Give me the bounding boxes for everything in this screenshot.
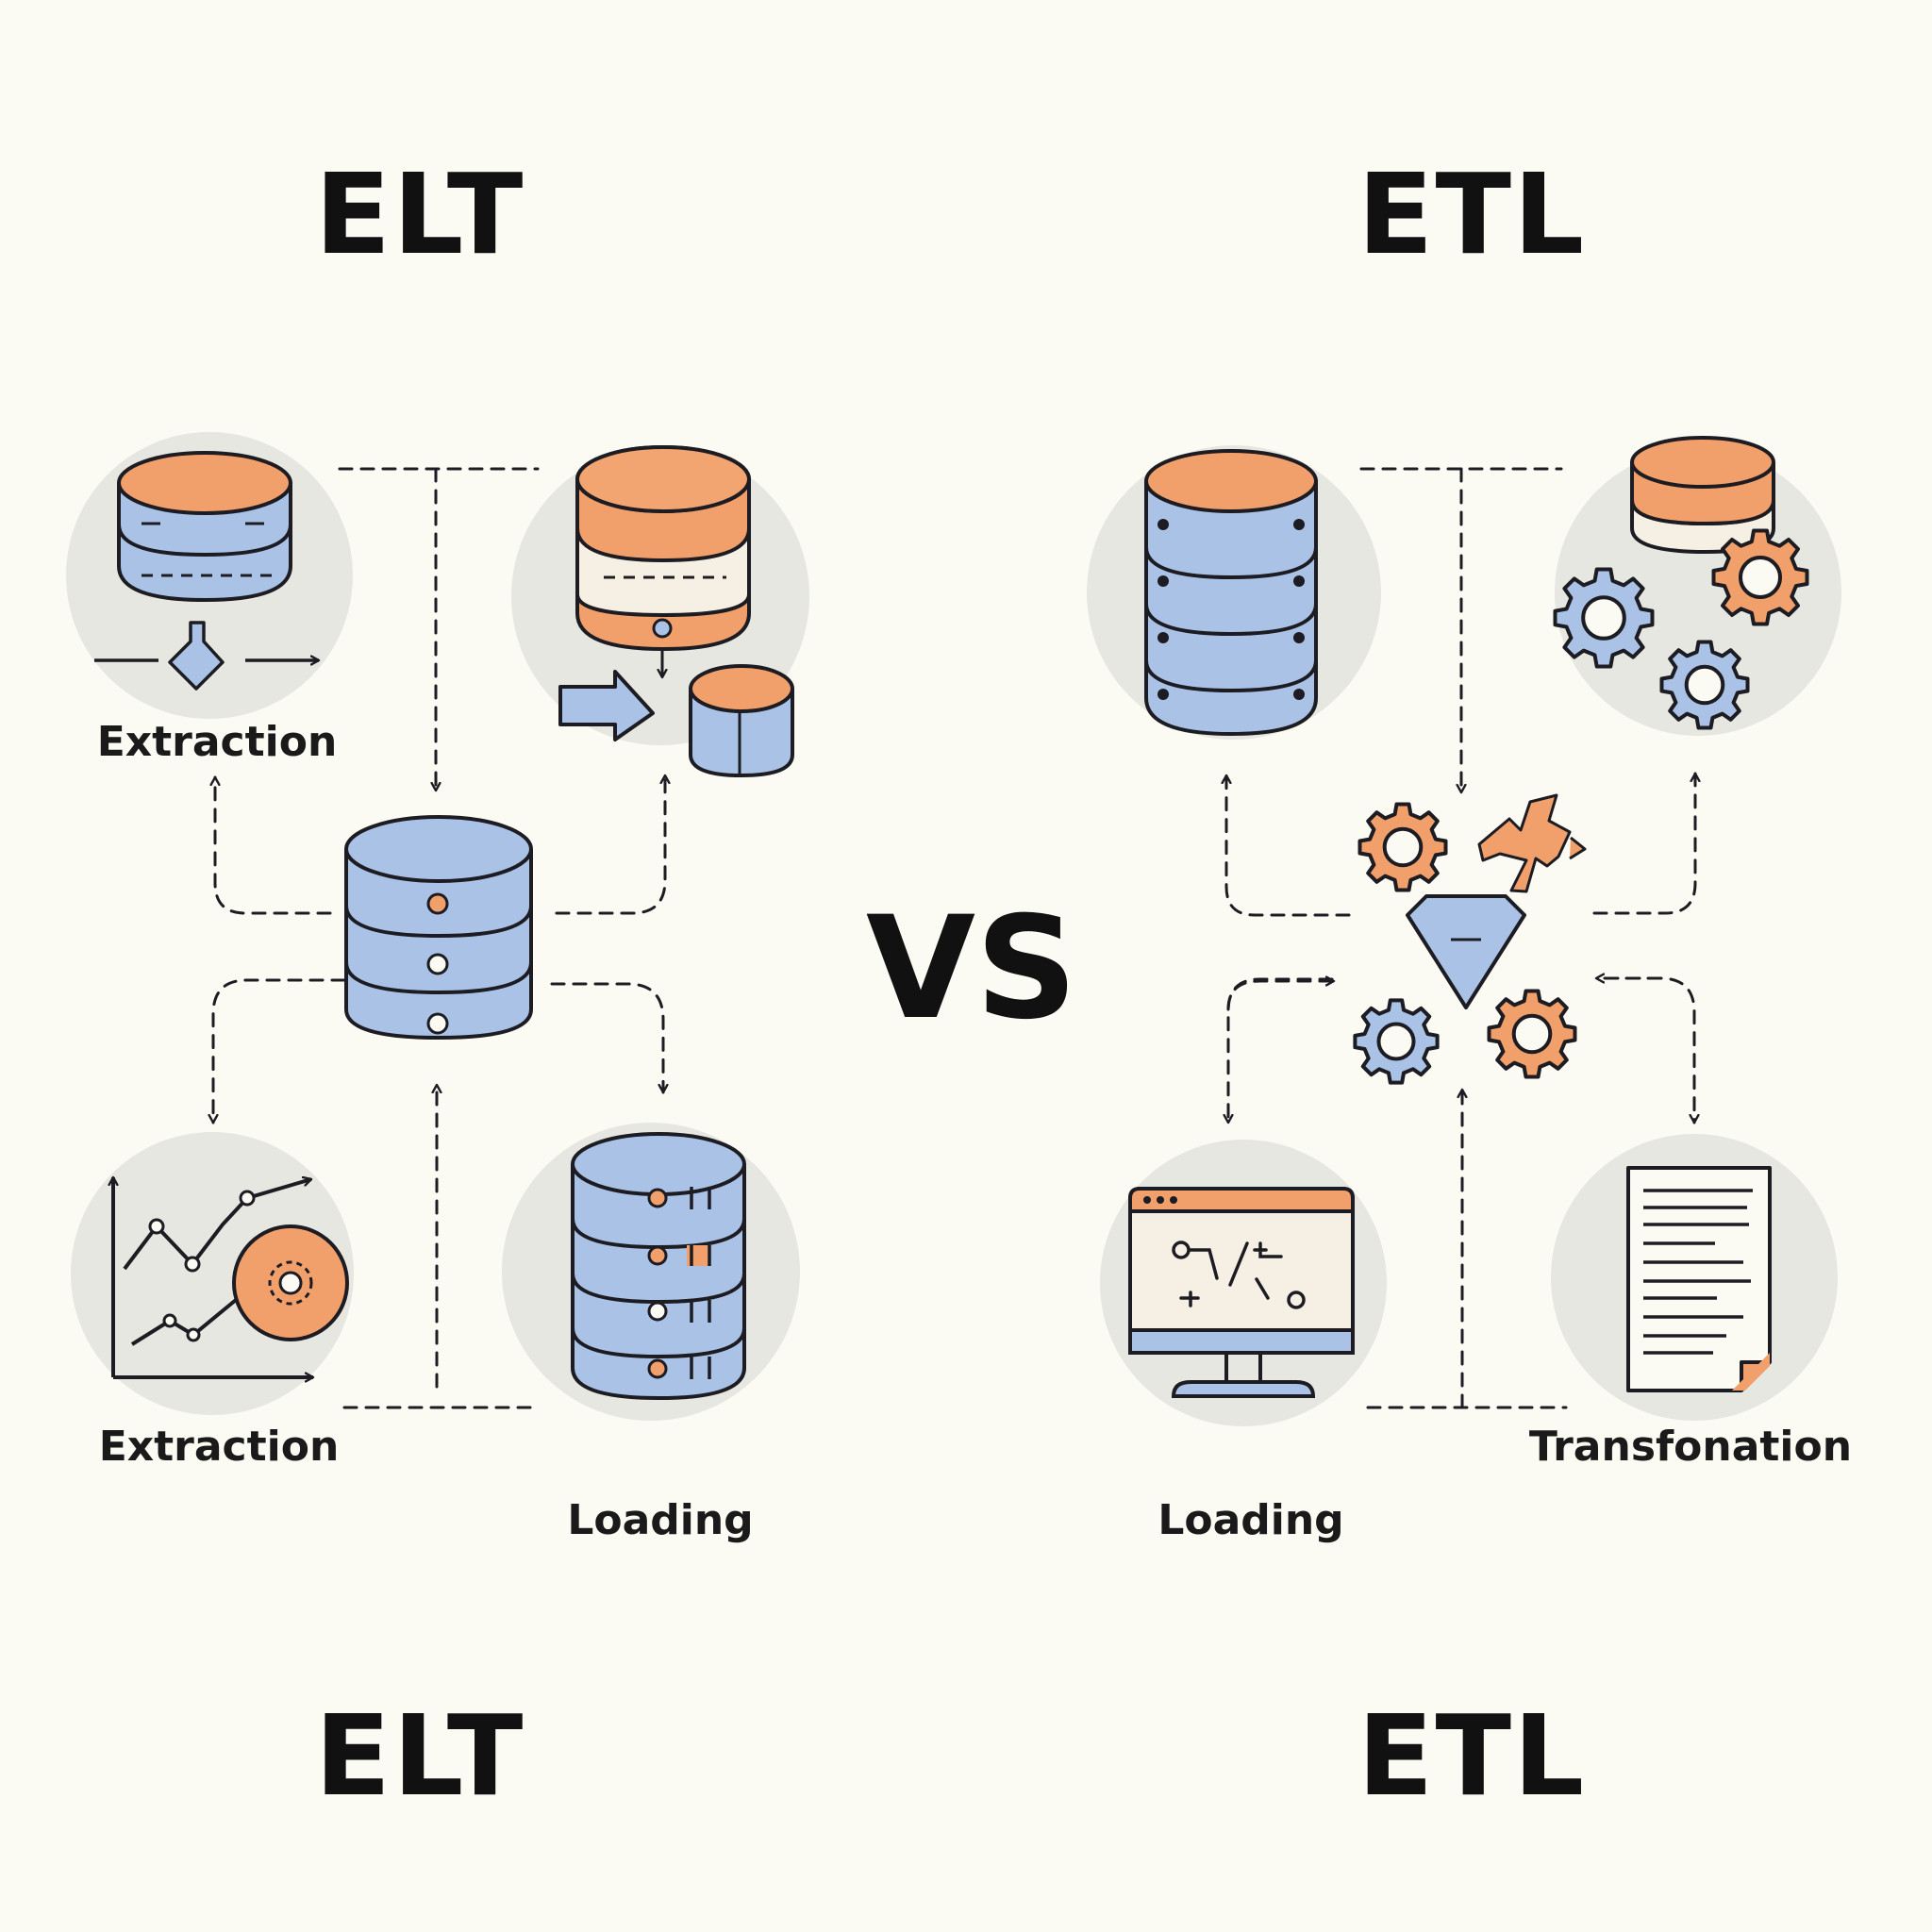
elt-title-bottom: ELT [314,1690,525,1821]
gear-icon [1357,802,1448,892]
extraction-database-icon [66,432,353,719]
loading-database-icon [502,1123,800,1421]
transformation-label: Transfonation [1528,1423,1853,1471]
gear-icon [1353,998,1440,1085]
gear-icon [1711,528,1809,626]
puzzle-icon [1477,793,1587,893]
etl-title-top: ETL [1357,149,1587,279]
loading-label-elt: Loading [567,1496,754,1544]
monitor-code-icon [1100,1140,1387,1426]
central-database-icon [344,815,533,1041]
connector-to-gears [1592,772,1695,915]
extraction-label-top: Extraction [96,718,338,766]
transformation-hub-icon [1353,793,1587,1085]
etl-connectors [1226,467,1695,1409]
source-database-icon [1087,445,1381,740]
gear-icon [1553,567,1655,669]
connector-to-cylinder [555,774,665,915]
transform-gears-icon [1553,436,1841,736]
analytics-chart-icon [71,1132,354,1415]
document-icon [1551,1134,1838,1421]
connector-to-extraction [215,775,332,915]
extraction-label-bottom: Extraction [98,1423,340,1471]
connector-to-transform [1604,976,1694,1124]
vs-label: VS [865,887,1078,1051]
elt-connectors [213,467,665,1409]
gear-icon [1659,640,1750,730]
gear-icon [1487,989,1577,1079]
connector-to-loading [1228,977,1334,1124]
diamond-icon [1406,894,1526,1009]
connector-to-source [1226,774,1351,917]
loading-label-etl: Loading [1158,1496,1344,1544]
staging-database-icon [511,445,809,778]
elt-title-top: ELT [314,149,525,279]
etl-title-bottom: ETL [1357,1690,1587,1821]
connector-to-loading [550,982,663,1094]
connector-from-loading [1226,981,1336,1011]
connector-to-chart [213,978,346,1124]
